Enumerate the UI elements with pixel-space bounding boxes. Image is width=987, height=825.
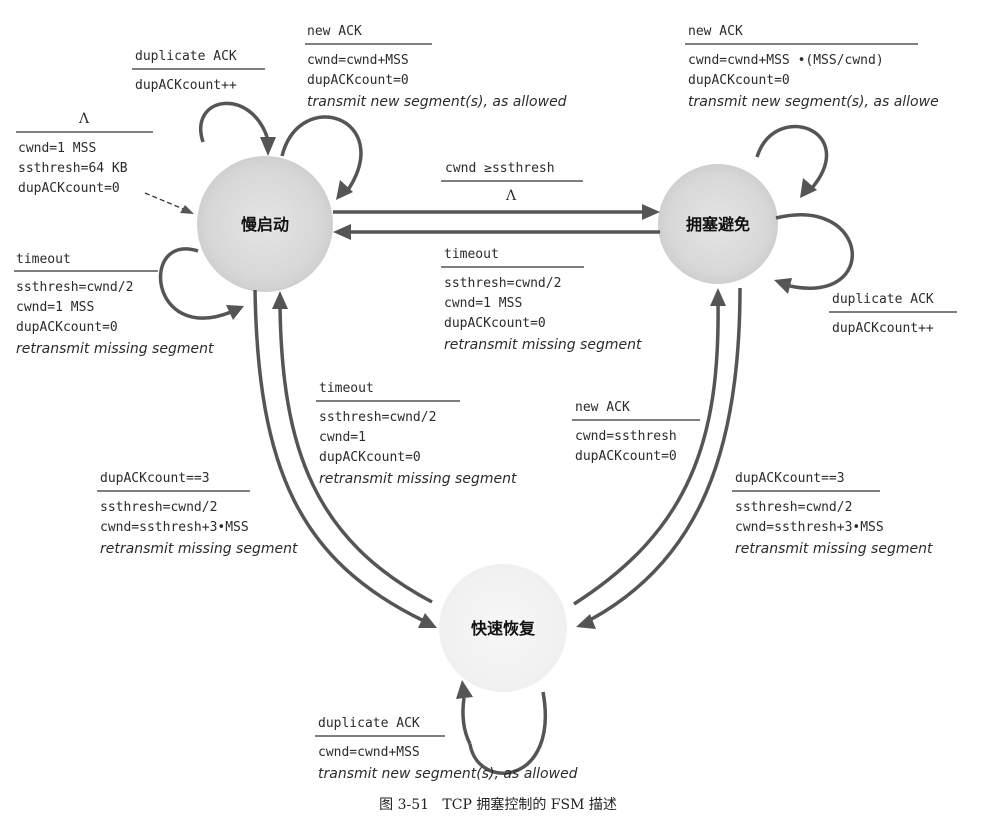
ss-newack-action-2: dupACKcount=0 [307, 73, 409, 88]
figure-caption: 图 3-51 TCP 拥塞控制的 FSM 描述 [379, 796, 617, 813]
congestion-avoidance-label: 拥塞避免 [686, 215, 750, 234]
ca-newack-arrowhead [800, 178, 817, 198]
ca-to-fr-arrowhead [576, 614, 596, 629]
fr-to-ca-action-1: cwnd=ssthresh [575, 429, 677, 444]
ss-to-fr-arrowhead [418, 613, 437, 628]
fr-dupack-loop [468, 691, 547, 775]
ss-to-ca-action: Λ [505, 188, 517, 204]
ca-to-ss-action-3: dupACKcount=0 [444, 316, 546, 331]
fr-dupack-arrowhead [456, 680, 473, 699]
ss-timeout-arrowhead [226, 305, 244, 320]
fr-dupack-label: duplicate ACK cwnd=cwnd+MSS transmit new… [315, 716, 578, 782]
ca-newack-action-2: dupACKcount=0 [688, 73, 790, 88]
ca-to-ss-note: retransmit missing segment [444, 337, 642, 353]
ca-dupack-event: duplicate ACK [832, 292, 934, 307]
ss-dupack-event: duplicate ACK [135, 49, 237, 64]
fr-dupack-action-1: cwnd=cwnd+MSS [318, 745, 420, 760]
ca-to-ss-action-1: ssthresh=cwnd/2 [444, 276, 561, 291]
fr-to-ss-action-3: dupACKcount=0 [319, 450, 421, 465]
ss-timeout-action-1: ssthresh=cwnd/2 [16, 280, 133, 295]
ss-dupack-action-1: dupACKcount++ [135, 78, 237, 93]
ss-timeout-event: timeout [16, 252, 71, 267]
ss-to-fr-action-2: cwnd=ssthresh+3•MSS [100, 520, 249, 535]
fr-to-ca-action-2: dupACKcount=0 [575, 449, 677, 464]
ca-to-ss-event: timeout [444, 247, 499, 262]
fr-to-ca-arrow [573, 301, 720, 606]
ca-dupack-loop [775, 213, 854, 290]
ss-init-action-1: cwnd=1 MSS [18, 141, 96, 156]
ca-dupack-arrowhead [774, 278, 792, 294]
ss-to-fr-arrow [253, 289, 423, 622]
initial-arrow [144, 192, 189, 212]
ss-dupack-arrowhead [260, 137, 276, 156]
ss-to-fr-event: dupACKcount==3 [100, 471, 210, 486]
ss-init-event: Λ [78, 111, 90, 127]
ca-newack-event: new ACK [688, 24, 743, 39]
ca-newack-loop [755, 124, 829, 190]
ca-newack-action-1: cwnd=cwnd+MSS •(MSS/cwnd) [688, 53, 884, 68]
ss-newack-note: transmit new segment(s), as allowed [307, 94, 567, 110]
initial-arrowhead [180, 205, 194, 214]
fr-to-ss-action-2: cwnd=1 [319, 430, 366, 445]
fast-recovery-state [439, 564, 567, 692]
ss-to-ca-arrowhead [642, 204, 660, 220]
ss-newack-label: new ACK cwnd=cwnd+MSS dupACKcount=0 tran… [305, 24, 567, 110]
ca-newack-label: new ACK cwnd=cwnd+MSS •(MSS/cwnd) dupACK… [685, 24, 939, 110]
ca-to-ss-arrowhead [333, 224, 351, 240]
ss-newack-event: new ACK [307, 24, 362, 39]
ss-newack-arrowhead [336, 180, 353, 200]
fr-to-ca-label: new ACK cwnd=ssthresh dupACKcount=0 [572, 400, 700, 464]
fr-to-ss-arrowhead [272, 291, 288, 309]
ss-to-fr-note: retransmit missing segment [100, 541, 298, 557]
fr-to-ss-note: retransmit missing segment [319, 471, 517, 487]
ca-dupack-label: duplicate ACK dupACKcount++ [829, 292, 957, 336]
fr-dupack-loop-tail [461, 697, 472, 745]
ss-dupack-label: duplicate ACK dupACKcount++ [132, 49, 265, 93]
ss-to-ca-label: cwnd ≥ssthresh Λ [441, 161, 583, 204]
fr-to-ca-event: new ACK [575, 400, 630, 415]
fast-recovery-label: 快速恢复 [471, 619, 536, 638]
ca-to-fr-label: dupACKcount==3 ssthresh=cwnd/2 cwnd=ssth… [732, 471, 933, 557]
ca-to-fr-action-2: cwnd=ssthresh+3•MSS [735, 520, 884, 535]
fr-dupack-event: duplicate ACK [318, 716, 420, 731]
slow-start-label: 慢启动 [241, 215, 289, 234]
fr-to-ca-arrowhead [710, 288, 726, 306]
fr-to-ss-arrow [278, 305, 433, 604]
congestion-avoidance-state [658, 164, 778, 284]
ca-to-ss-action-2: cwnd=1 MSS [444, 296, 522, 311]
ca-to-fr-action-1: ssthresh=cwnd/2 [735, 500, 852, 515]
ss-dupack-loop [199, 101, 270, 143]
ca-newack-note: transmit new segment(s), as allowe [688, 94, 939, 110]
ss-timeout-note: retransmit missing segment [16, 341, 214, 357]
ss-to-fr-action-1: ssthresh=cwnd/2 [100, 500, 217, 515]
ss-timeout-action-3: dupACKcount=0 [16, 320, 118, 335]
fr-to-ss-action-1: ssthresh=cwnd/2 [319, 410, 436, 425]
fr-to-ss-label: timeout ssthresh=cwnd/2 cwnd=1 dupACKcou… [316, 381, 517, 487]
ca-to-fr-note: retransmit missing segment [735, 541, 933, 557]
ca-to-ss-label: timeout ssthresh=cwnd/2 cwnd=1 MSS dupAC… [441, 247, 642, 353]
ss-timeout-label: timeout ssthresh=cwnd/2 cwnd=1 MSS dupAC… [14, 252, 214, 357]
ss-timeout-action-2: cwnd=1 MSS [16, 300, 94, 315]
ss-newack-loop [280, 115, 363, 191]
ss-init-label: Λ cwnd=1 MSS ssthresh=64 KB dupACKcount=… [16, 111, 153, 196]
fr-to-ss-event: timeout [319, 381, 374, 396]
ss-to-ca-event: cwnd ≥ssthresh [445, 161, 555, 176]
ss-init-action-3: dupACKcount=0 [18, 181, 120, 196]
ss-timeout-loop [158, 247, 232, 320]
ss-init-action-2: ssthresh=64 KB [18, 161, 128, 176]
ca-dupack-action-1: dupACKcount++ [832, 321, 934, 336]
ca-to-fr-event: dupACKcount==3 [735, 471, 845, 486]
ss-newack-action-1: cwnd=cwnd+MSS [307, 53, 409, 68]
slow-start-state [197, 156, 333, 292]
ca-to-fr-arrow [589, 287, 742, 622]
fr-dupack-note: transmit new segment(s), as allowed [318, 766, 578, 782]
ss-to-fr-label: dupACKcount==3 ssthresh=cwnd/2 cwnd=ssth… [97, 471, 298, 557]
